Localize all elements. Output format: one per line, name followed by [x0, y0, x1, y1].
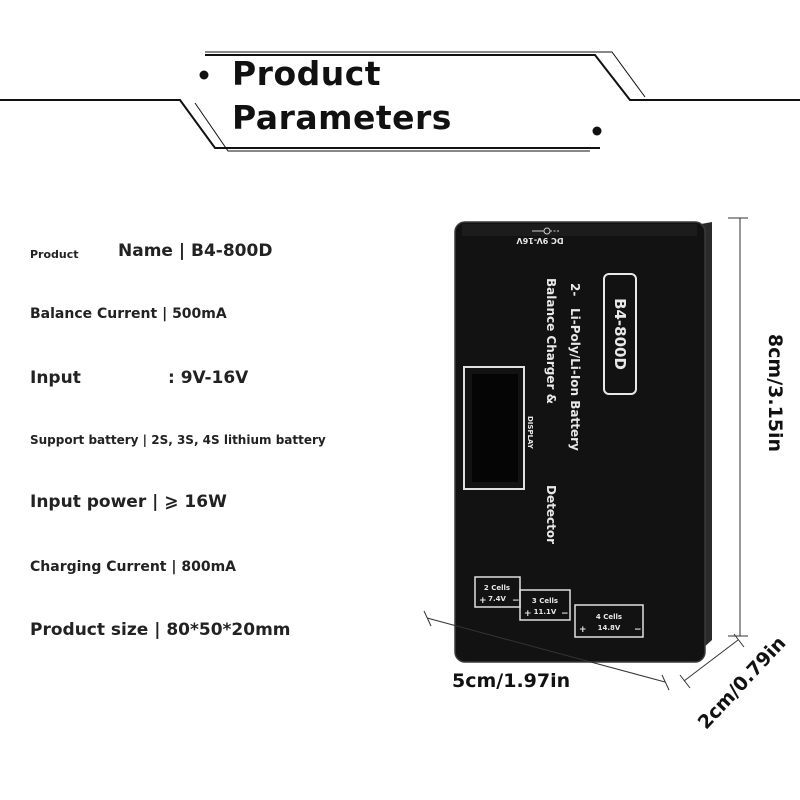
port-cells-label: 3 Cells — [532, 597, 558, 605]
spec-name-label: Product — [30, 248, 79, 261]
title-banner-frame — [0, 51, 800, 152]
spec-input-power: Input power | ⩾ 16W — [30, 492, 227, 512]
spec-charging-current: Charging Current | 800mA — [30, 559, 236, 575]
device-port-4cells: 4 Cells 14.8V + − — [574, 604, 644, 638]
port-cells-label: 2 Cells — [484, 584, 510, 592]
plus-icon: + — [479, 596, 487, 606]
device-line-prefix: 2- — [568, 283, 582, 296]
device-model: B4-800D — [611, 298, 629, 370]
title-line-1: Product — [232, 54, 382, 93]
port-voltage-label: 14.8V — [598, 624, 621, 632]
device-display-screen — [472, 374, 518, 482]
spec-input-label: Input — [30, 368, 81, 388]
minus-icon: − — [561, 609, 569, 619]
depth-dimension-line — [679, 633, 745, 689]
device-line-1: Li-Poly/Li-Ion Battery — [568, 308, 582, 451]
device-port-3cells: 3 Cells 11.1V + − — [519, 589, 571, 621]
height-dimension-line — [728, 217, 748, 637]
device-model-box — [603, 273, 637, 395]
height-dimension-label: 8cm/3.15in — [764, 333, 786, 453]
width-dimension-label: 5cm/1.97in — [452, 670, 571, 692]
minus-icon: − — [634, 625, 642, 635]
port-voltage-label: 11.1V — [534, 608, 557, 616]
device-body — [455, 222, 705, 662]
device-line-3: Detector — [544, 485, 558, 544]
dc-symbol-icon — [532, 227, 560, 235]
plus-icon: + — [524, 609, 532, 619]
title-line-2: Parameters — [232, 98, 452, 137]
spec-name-value: Name | B4-800D — [118, 241, 273, 261]
banner-dot-left — [199, 70, 209, 80]
device-display-frame — [463, 366, 525, 490]
spec-support-battery: Support battery | 2S, 3S, 4S lithium bat… — [30, 433, 326, 447]
device-dc-label: DC 9V-16V — [516, 236, 564, 245]
minus-icon: − — [512, 596, 520, 606]
device-line-2: Balance Charger & — [544, 278, 558, 404]
port-voltage-label: 7.4V — [488, 595, 506, 603]
page-title: Product Parameters — [232, 52, 452, 140]
port-cells-label: 4 Cells — [596, 613, 622, 621]
width-dimension-line — [423, 610, 670, 691]
plus-icon: + — [579, 625, 587, 635]
spec-product-size: Product size | 80*50*20mm — [30, 620, 291, 640]
banner-dot-right — [592, 126, 602, 136]
spec-input-value: : 9V-16V — [168, 368, 249, 388]
spec-balance-current: Balance Current | 500mA — [30, 306, 227, 322]
device-display-label: DISPLAY — [526, 416, 534, 450]
